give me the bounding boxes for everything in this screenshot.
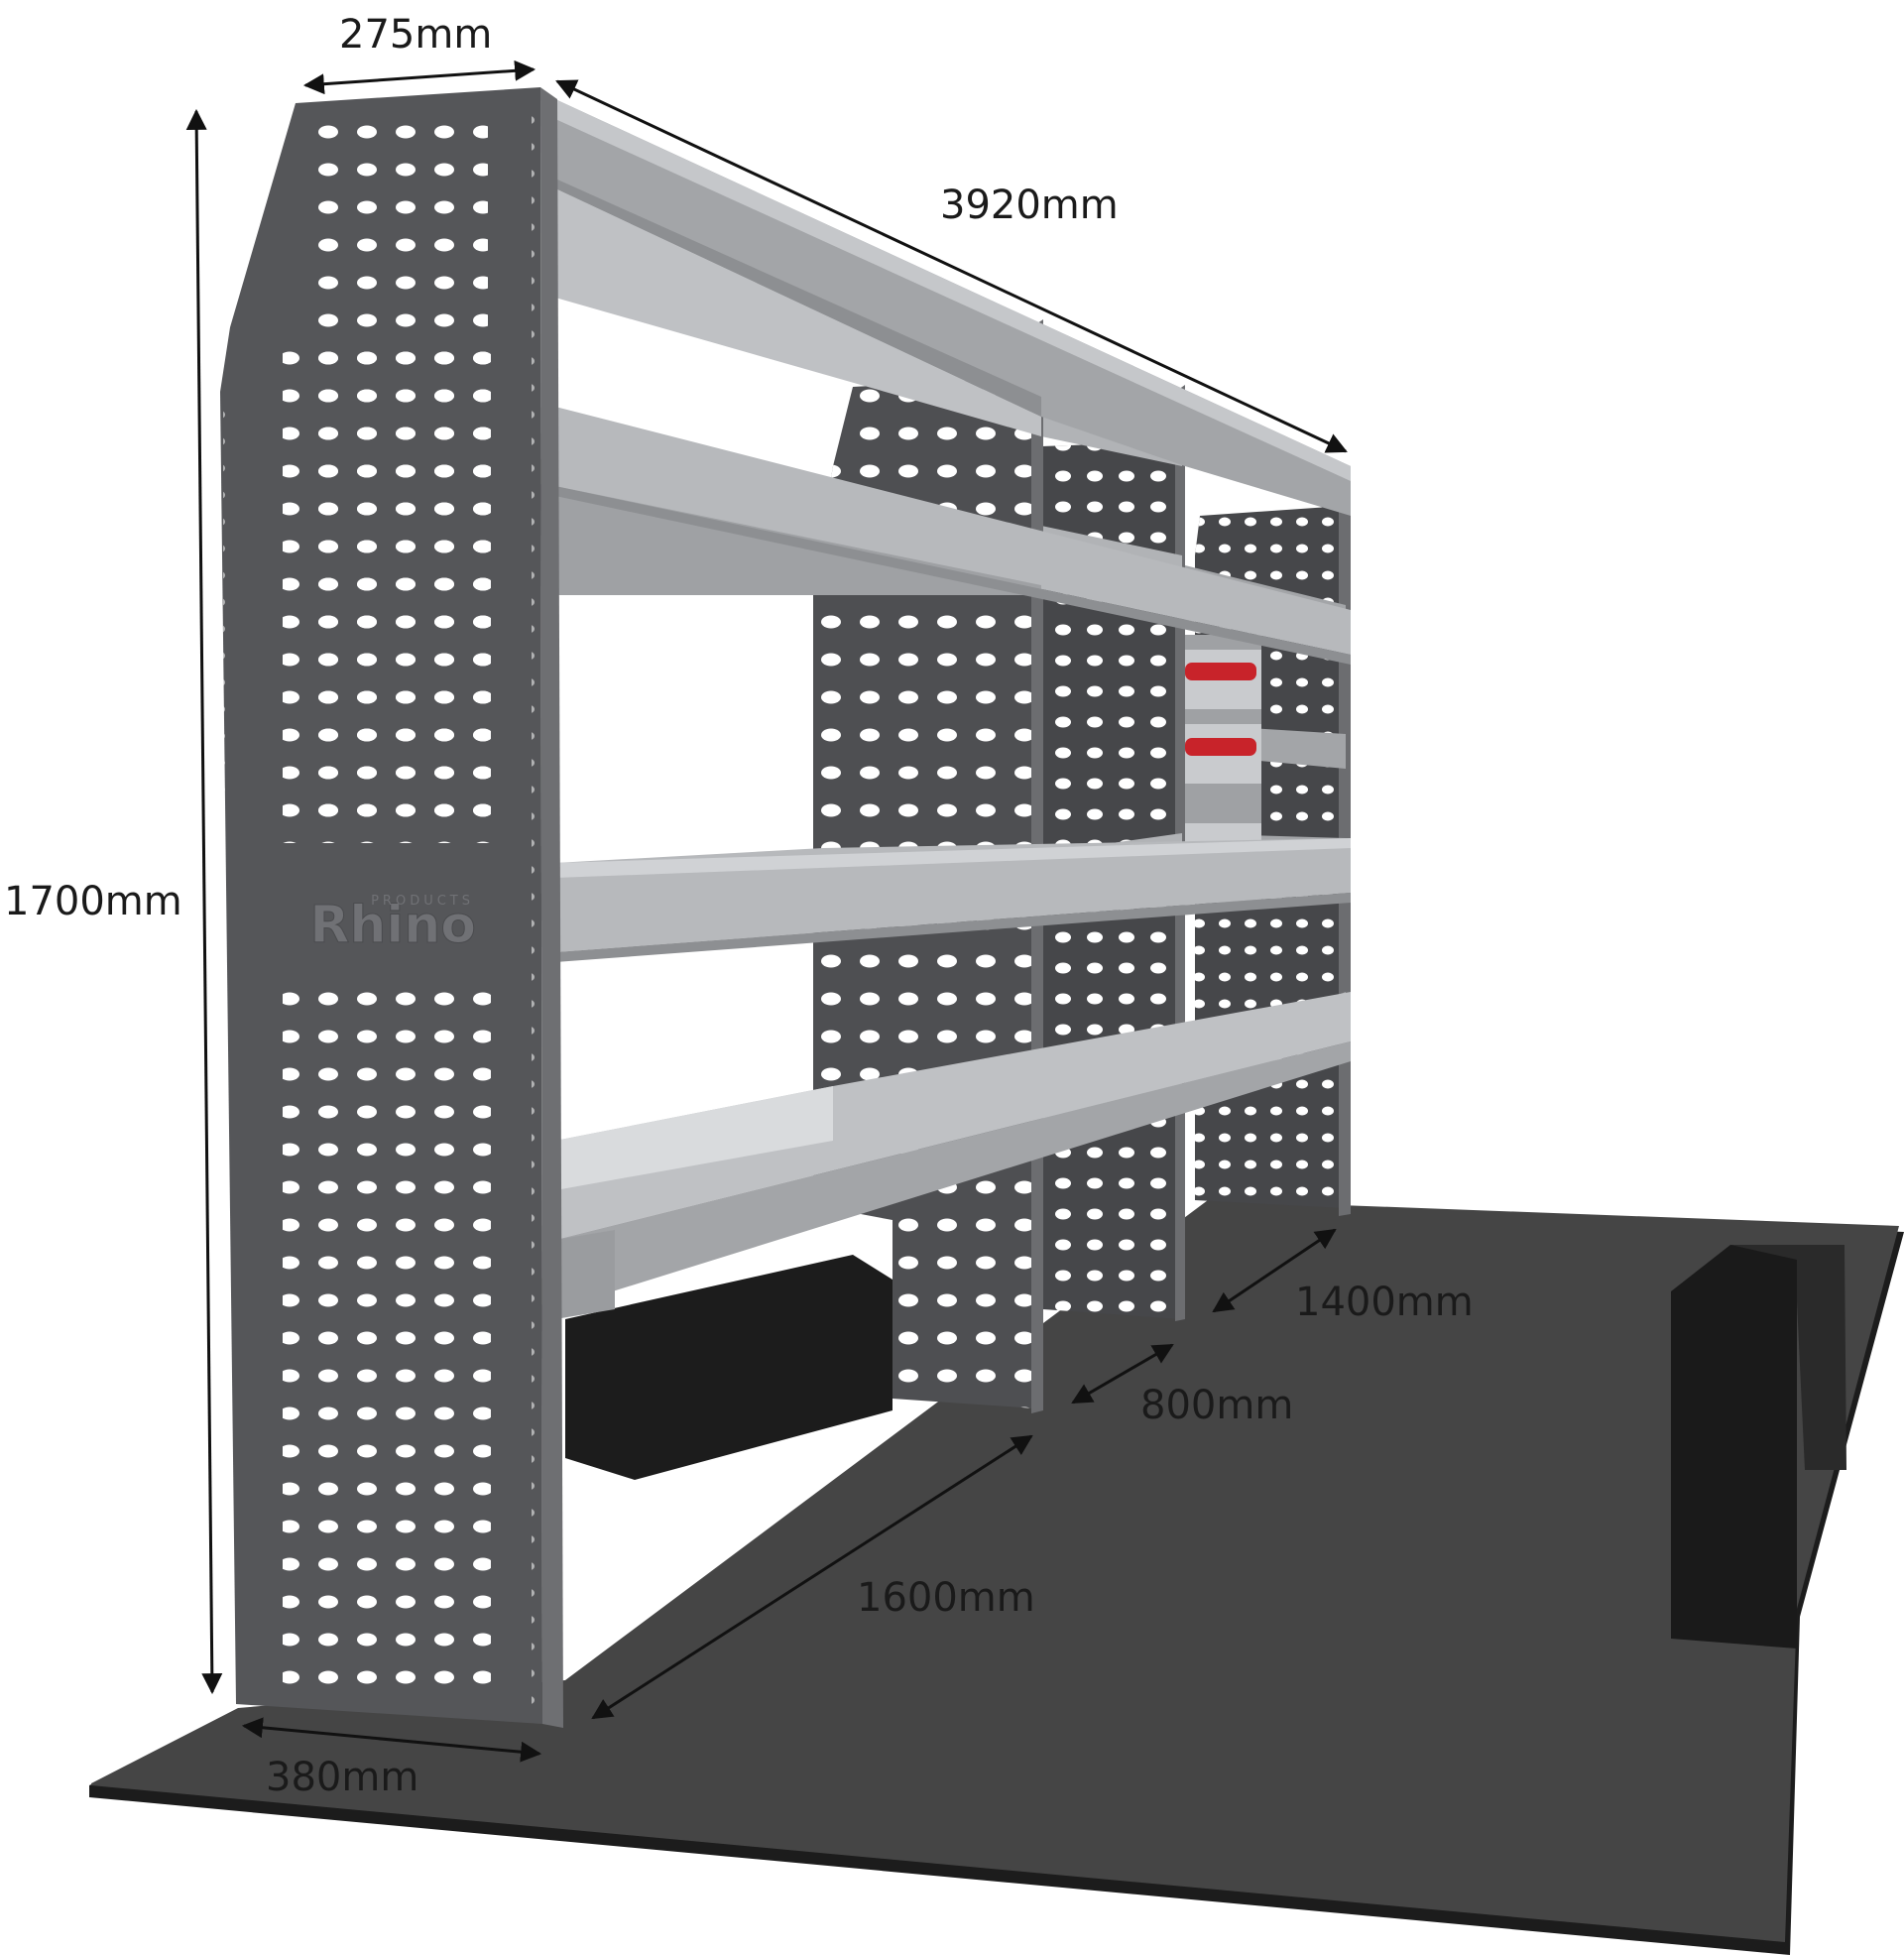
dim-line-top-depth: [302, 60, 536, 95]
rhino-brand-tagline: PRODUCTS: [371, 894, 474, 909]
label-base-depth: 380mm: [266, 1755, 418, 1800]
end-panel-edge: [540, 87, 563, 1728]
wheel-arch-left: [565, 1255, 892, 1480]
rhino-logo: Rhino PRODUCTS: [309, 894, 477, 956]
label-section-800: 800mm: [1140, 1383, 1293, 1428]
label-length: 3920mm: [940, 183, 1119, 228]
drawer-handle-2: [1185, 738, 1256, 756]
dim-line-length: [555, 79, 1348, 453]
dim-line-section-800: [1071, 1343, 1174, 1405]
label-section-1600: 1600mm: [857, 1575, 1035, 1621]
shelf-2: [555, 407, 1351, 655]
dim-line-base-depth: [241, 1717, 542, 1763]
label-height: 1700mm: [4, 879, 182, 924]
drawer-handle-1: [1185, 663, 1256, 680]
shelf-bottom: [555, 992, 1351, 1240]
label-section-1400: 1400mm: [1295, 1280, 1474, 1325]
dim-line-section-1600: [591, 1434, 1033, 1720]
rhino-brand-name: Rhino: [309, 896, 476, 955]
dim-line-section-1400: [1212, 1228, 1337, 1313]
wheel-arch-right: [1671, 1245, 1846, 1649]
label-top-depth: 275mm: [339, 12, 492, 58]
dimension-lines: [185, 60, 1348, 1763]
dimension-labels: 275mm 3920mm 1700mm 380mm 1600mm 800mm 1…: [4, 12, 1474, 1800]
front-end-panel: [220, 87, 563, 1728]
dim-line-height: [185, 108, 223, 1695]
